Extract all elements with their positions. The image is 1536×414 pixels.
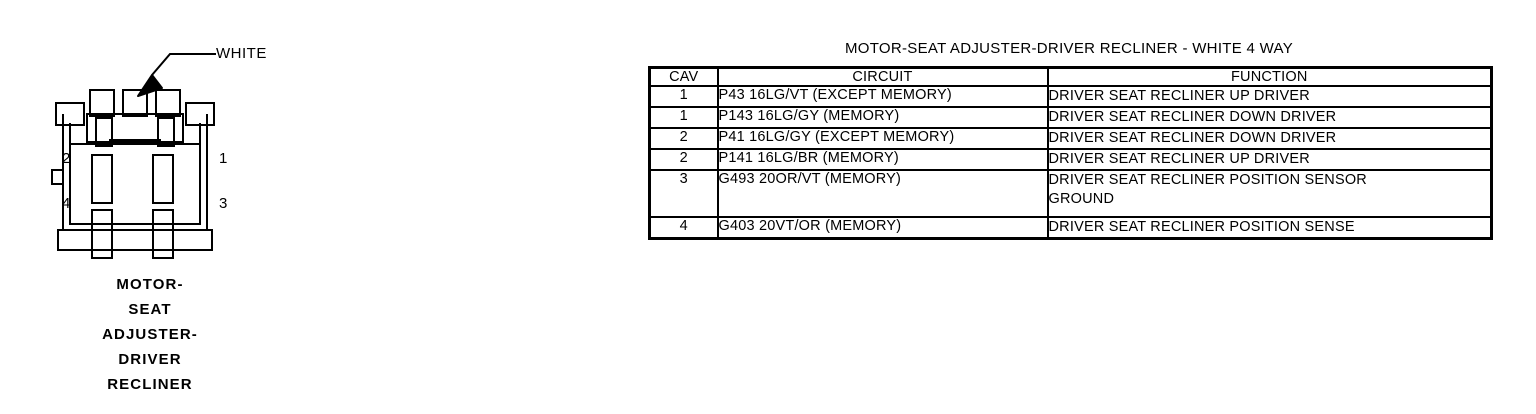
function-line: DRIVER SEAT RECLINER DOWN DRIVER bbox=[1048, 130, 1337, 146]
cell-function: DRIVER SEAT RECLINER DOWN DRIVER bbox=[1046, 127, 1493, 150]
table-row: 2 P141 16LG/BR (MEMORY) DRIVER SEAT RECL… bbox=[648, 148, 1493, 171]
cell-circuit: G493 20OR/VT (MEMORY) bbox=[716, 169, 1049, 218]
connector-lock-block bbox=[86, 113, 184, 147]
connector-latch-notch bbox=[51, 169, 63, 185]
connector-base-foot bbox=[57, 229, 213, 251]
table-header-row: CAV CIRCUIT FUNCTION bbox=[648, 66, 1493, 87]
table-row: 4 G403 20VT/OR (MEMORY) DRIVER SEAT RECL… bbox=[648, 216, 1493, 240]
cell-circuit: P141 16LG/BR (MEMORY) bbox=[716, 148, 1049, 171]
table-row: 2 P41 16LG/GY (EXCEPT MEMORY) DRIVER SEA… bbox=[648, 127, 1493, 150]
table-row: 3 G493 20OR/VT (MEMORY) DRIVER SEAT RECL… bbox=[648, 169, 1493, 218]
pin-number-3: 3 bbox=[219, 195, 228, 212]
cell-function: DRIVER SEAT RECLINER POSITION SENSE bbox=[1046, 216, 1493, 240]
cell-circuit: P43 16LG/VT (EXCEPT MEMORY) bbox=[716, 85, 1049, 108]
function-line: DRIVER SEAT RECLINER UP DRIVER bbox=[1048, 151, 1310, 167]
connector-caption: MOTOR- SEAT ADJUSTER- DRIVER RECLINER bbox=[0, 272, 300, 397]
cell-function: DRIVER SEAT RECLINER DOWN DRIVER bbox=[1046, 106, 1493, 129]
caption-line-4: DRIVER bbox=[118, 351, 182, 368]
function-line: DRIVER SEAT RECLINER DOWN DRIVER bbox=[1048, 109, 1337, 125]
cell-cav: 2 bbox=[648, 127, 719, 150]
connector-body-diagram bbox=[51, 53, 216, 259]
pinout-table-panel: MOTOR-SEAT ADJUSTER-DRIVER RECLINER - WH… bbox=[648, 40, 1493, 240]
table-row: 1 P143 16LG/GY (MEMORY) DRIVER SEAT RECL… bbox=[648, 106, 1493, 129]
function-line: DRIVER SEAT RECLINER POSITION SENSE bbox=[1048, 219, 1355, 235]
cell-cav: 1 bbox=[648, 85, 719, 108]
function-line: DRIVER SEAT RECLINER POSITION SENSOR bbox=[1048, 172, 1367, 188]
cell-circuit: G403 20VT/OR (MEMORY) bbox=[716, 216, 1049, 240]
cell-function: DRIVER SEAT RECLINER POSITION SENSOR GRO… bbox=[1046, 169, 1493, 218]
connector-cavity-slots bbox=[91, 154, 174, 259]
connector-outer-shell bbox=[62, 114, 208, 231]
function-line: GROUND bbox=[1048, 191, 1115, 207]
cell-cav: 3 bbox=[648, 169, 719, 218]
column-header-function: FUNCTION bbox=[1046, 66, 1493, 87]
cell-cav: 2 bbox=[648, 148, 719, 171]
connector-top-tabs bbox=[89, 89, 181, 117]
cell-circuit: P41 16LG/GY (EXCEPT MEMORY) bbox=[716, 127, 1049, 150]
cell-cav: 1 bbox=[648, 106, 719, 129]
function-line: DRIVER SEAT RECLINER UP DRIVER bbox=[1048, 88, 1310, 104]
pin-number-2: 2 bbox=[62, 150, 71, 167]
caption-line-5: RECLINER bbox=[107, 376, 193, 393]
column-header-cav: CAV bbox=[648, 66, 719, 87]
connector-illustration-panel: WHITE 2 1 4 3 MOTOR- SEAT ADJUSTER- DRIV… bbox=[0, 0, 420, 414]
caption-line-3: ADJUSTER- bbox=[102, 326, 198, 343]
table-row: 1 P43 16LG/VT (EXCEPT MEMORY) DRIVER SEA… bbox=[648, 85, 1493, 108]
pinout-table: CAV CIRCUIT FUNCTION 1 P43 16LG/VT (EXCE… bbox=[648, 66, 1493, 240]
caption-line-2: SEAT bbox=[128, 301, 172, 318]
pin-number-4: 4 bbox=[62, 195, 71, 212]
cell-function: DRIVER SEAT RECLINER UP DRIVER bbox=[1046, 148, 1493, 171]
cell-circuit: P143 16LG/GY (MEMORY) bbox=[716, 106, 1049, 129]
table-title: MOTOR-SEAT ADJUSTER-DRIVER RECLINER - WH… bbox=[844, 40, 1294, 57]
white-wire-label: WHITE bbox=[216, 45, 267, 62]
cell-cav: 4 bbox=[648, 216, 719, 240]
caption-line-1: MOTOR- bbox=[116, 276, 184, 293]
pin-number-1: 1 bbox=[219, 150, 228, 167]
cell-function: DRIVER SEAT RECLINER UP DRIVER bbox=[1046, 85, 1493, 108]
column-header-circuit: CIRCUIT bbox=[716, 66, 1049, 87]
